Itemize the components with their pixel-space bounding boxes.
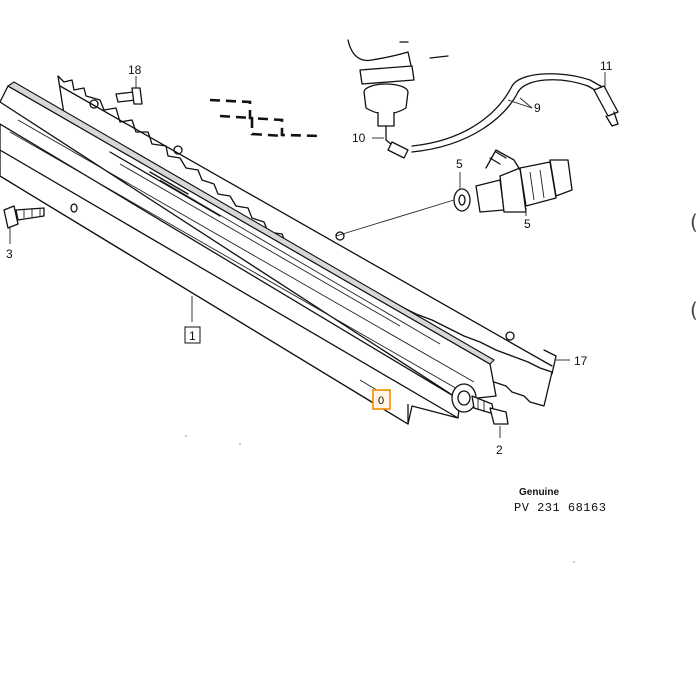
label-9: 9	[534, 101, 541, 115]
label-3: 3	[6, 247, 13, 261]
genuine-stamp: Genuine	[519, 487, 560, 498]
scan-specks	[185, 435, 575, 563]
mounting-bolt	[3, 205, 45, 244]
label-1-box: 1	[184, 326, 201, 344]
edge-glyph-bottom: (	[690, 298, 698, 322]
vacuum-fitting	[593, 72, 619, 127]
dashed-fuel-line	[209, 98, 323, 138]
label-11: 11	[600, 59, 613, 73]
bracket-screw	[115, 76, 143, 105]
label-5-injector: 5	[524, 217, 531, 231]
edge-glyph-top: (	[690, 210, 698, 234]
label-18: 18	[128, 63, 142, 77]
bleed-screw	[471, 395, 509, 438]
label-17: 17	[574, 354, 588, 368]
leader-lines	[191, 137, 570, 393]
pressure-regulator	[347, 39, 449, 159]
part-number: PV 231 68163	[514, 501, 607, 515]
fuel-injector	[453, 149, 573, 213]
label-1: 1	[189, 329, 196, 343]
highlighted-label-box: 0	[372, 389, 391, 410]
fuel-rail	[0, 81, 497, 425]
label-5-washer: 5	[456, 157, 463, 171]
label-10: 10	[352, 131, 366, 145]
vacuum-hose	[411, 73, 605, 153]
label-0: 0	[378, 395, 384, 407]
label-2: 2	[496, 443, 503, 457]
